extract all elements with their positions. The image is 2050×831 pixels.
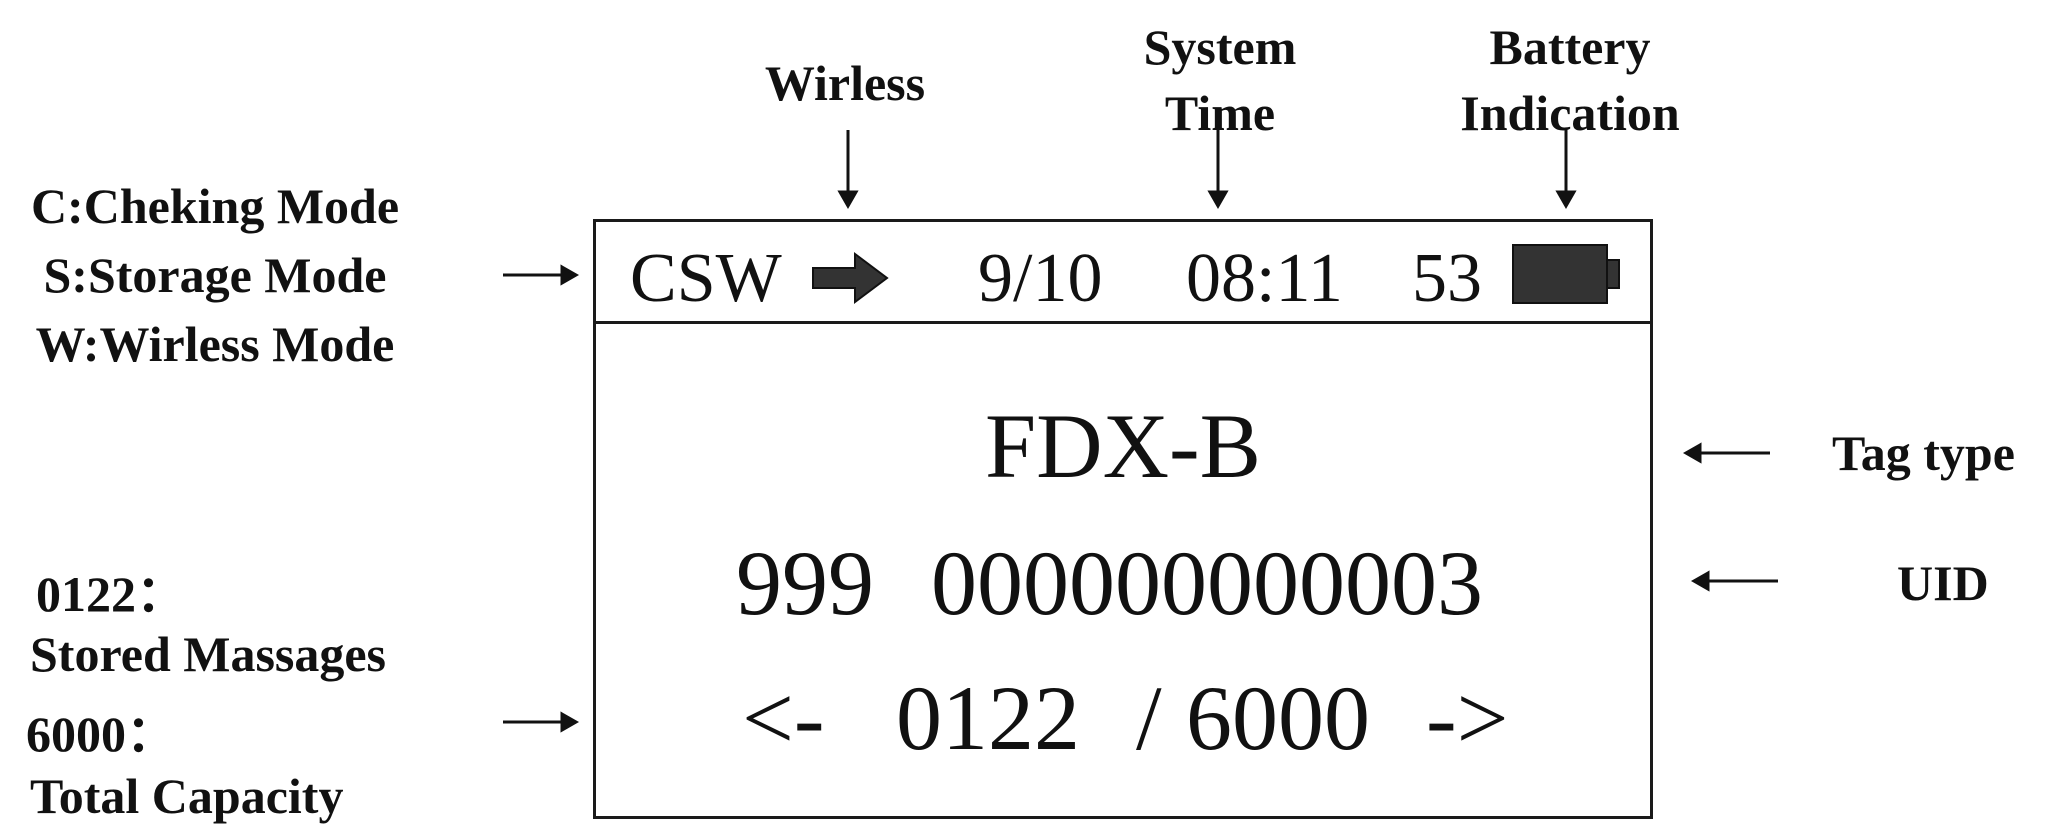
status-bar: CSW 9/10 08:11 53 bbox=[596, 222, 1650, 324]
wireless-label: Wirless bbox=[764, 55, 926, 111]
capacity-display: 6000 bbox=[1186, 667, 1370, 769]
lcd-screen: CSW 9/10 08:11 53 FDX-B 999 000000000003… bbox=[593, 219, 1653, 819]
mode-indicator: CSW bbox=[630, 240, 782, 317]
total-capacity-label: Total Capacity bbox=[30, 768, 344, 824]
capacity-value-label: 6000： bbox=[26, 706, 176, 762]
mode-label-checking: C:Cheking Mode bbox=[30, 178, 400, 234]
date-display: 9/10 bbox=[978, 240, 1103, 317]
nav-right: -> bbox=[1426, 667, 1509, 769]
battery-label-line2: Indication bbox=[1460, 85, 1680, 141]
nav-left: <- bbox=[742, 667, 825, 769]
stored-messages-label: Stored Massages bbox=[30, 626, 387, 682]
battery-icon bbox=[1512, 244, 1620, 304]
mode-label-storage: S:Storage Mode bbox=[43, 247, 387, 303]
uid-number: 000000000003 bbox=[931, 532, 1483, 634]
tag-type-label: Tag type bbox=[1832, 425, 2015, 481]
system-time-label-line1: System bbox=[1143, 19, 1297, 75]
mode-label-wireless: W:Wirless Mode bbox=[35, 316, 395, 372]
uid-label: UID bbox=[1897, 555, 1989, 611]
battery-label-line1: Battery bbox=[1489, 19, 1651, 75]
stored-count-label: 0122： bbox=[36, 566, 186, 622]
tag-type-display: FDX-B bbox=[984, 395, 1262, 497]
stored-count-display: 0122 bbox=[896, 667, 1080, 769]
uid-prefix: 999 bbox=[736, 532, 874, 634]
right-arrow-icon bbox=[812, 252, 889, 304]
count-separator: / bbox=[1136, 667, 1162, 769]
battery-level: 53 bbox=[1412, 240, 1482, 317]
system-time-label-line2: Time bbox=[1164, 85, 1276, 141]
time-display: 08:11 bbox=[1186, 240, 1343, 317]
